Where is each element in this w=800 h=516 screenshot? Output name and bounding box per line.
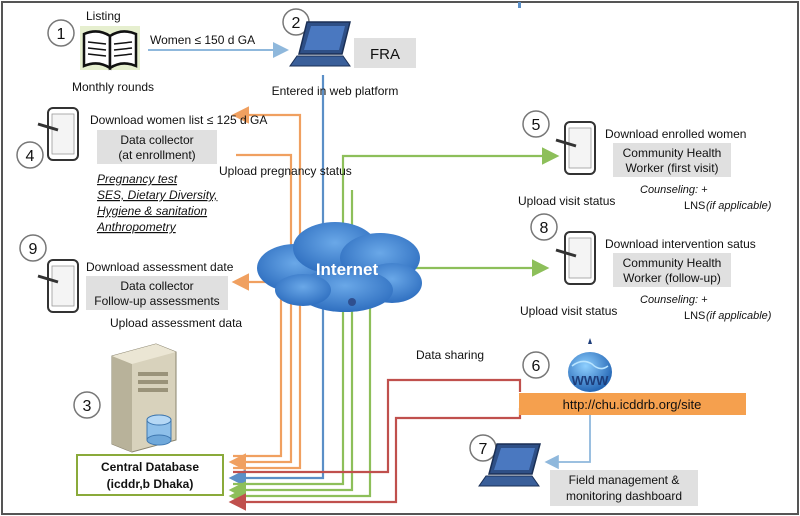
task-hygiene: Hygiene & sanitation <box>97 204 207 218</box>
connector-web-dashboard <box>544 414 591 470</box>
chw-first-box <box>613 143 731 177</box>
connector-database-web <box>233 378 522 474</box>
collector-followup-upload: Upload assessment data <box>110 316 242 330</box>
collector-followup-line1: Data collector <box>120 279 193 293</box>
connector-fra-database <box>228 75 325 487</box>
collector-enrollment-download: Download women list ≤ 125 d GA <box>90 113 267 127</box>
fra-box <box>354 38 416 68</box>
step-number-3: 3 <box>83 398 92 415</box>
collector-enrollment-upload: Upload pregnancy status <box>219 164 352 178</box>
step-5-chw-first-visit: 5 Download enrolled women Community Heal… <box>518 110 772 212</box>
chw-followup-line2: Worker (follow-up) <box>623 271 721 285</box>
step-number-9: 9 <box>29 241 38 258</box>
dashboard-line2: monitoring dashboard <box>566 489 682 503</box>
listing-arrow-label: Women ≤ 150 d GA <box>150 33 255 47</box>
connector-chw-followup-upload <box>228 300 372 505</box>
chw-followup-lns: LNS <box>684 310 705 322</box>
step-4-collector-enrollment: 4 Download women list ≤ 125 d GA Data co… <box>16 107 352 234</box>
book-icon <box>80 26 140 71</box>
step-9-collector-followup: 9 Download assessment date Data collecto… <box>19 234 242 330</box>
tablet-icon <box>555 231 596 285</box>
chw-followup-counsel: Counseling: + <box>640 294 708 306</box>
database-line1: Central Database <box>101 460 199 474</box>
dashboard-box <box>550 470 698 506</box>
tablet-icon <box>555 121 596 175</box>
chw-followup-box <box>613 253 731 287</box>
collector-followup-box <box>86 276 228 310</box>
chw-followup-lns-note: (if applicable) <box>706 310 772 322</box>
tablet-icon <box>37 259 79 313</box>
collector-followup-download: Download assessment date <box>86 260 234 274</box>
task-ses-dietary: SES, Dietary Diversity, <box>97 188 217 202</box>
listing-title: Listing <box>86 9 121 23</box>
globe-icon: WWW <box>568 338 612 392</box>
chw-first-lns-note: (if applicable) <box>706 200 772 212</box>
listing-subtitle: Monthly rounds <box>72 80 154 94</box>
data-sharing-label: Data sharing <box>416 348 484 362</box>
step-number-2: 2 <box>292 15 301 32</box>
fra-label: FRA <box>370 46 400 63</box>
chw-first-download: Download enrolled women <box>605 127 746 141</box>
task-anthropometry: Anthropometry <box>96 220 177 234</box>
chw-first-upload: Upload visit status <box>518 194 615 208</box>
tablet-icon <box>37 107 79 161</box>
connector-collector-enrollment-upload <box>228 153 293 471</box>
step-number-5: 5 <box>532 117 541 134</box>
dashboard-line1: Field management & <box>569 473 680 487</box>
step-8-chw-followup: 8 Download intervention satus Community … <box>520 213 772 322</box>
top-marker <box>518 2 521 8</box>
database-line2: (icddr,b Dhaka) <box>107 477 194 491</box>
step-number-6: 6 <box>532 358 541 375</box>
step-3-central-database: 3 Central Database (icddr,b Dhaka) <box>73 343 224 496</box>
step-number-7: 7 <box>479 441 488 458</box>
fra-caption: Entered in web platform <box>272 84 399 98</box>
step-2-fra: 2 FRA Entered in web platform <box>272 8 416 98</box>
chw-followup-upload: Upload visit status <box>520 304 617 318</box>
task-pregnancy-test: Pregnancy test <box>97 172 178 186</box>
collector-enrollment-box <box>97 130 217 164</box>
chw-first-line2: Worker (first visit) <box>625 161 718 175</box>
connector-database-collector-followup <box>231 273 283 458</box>
step-number-1: 1 <box>57 26 66 43</box>
web-url: http://chu.icddrb.org/site <box>563 397 702 412</box>
chw-first-line1: Community Health <box>623 146 722 160</box>
step-number-8: 8 <box>540 220 549 237</box>
step-6-web: 6 Data sharing WWW http://chu.icddrb.org… <box>416 338 746 415</box>
chw-followup-line1: Community Health <box>623 256 722 270</box>
laptop-icon <box>289 21 351 67</box>
collector-enrollment-line1: Data collector <box>120 133 193 147</box>
server-icon <box>111 343 177 453</box>
connector-chw-first <box>233 147 560 486</box>
internet-label: Internet <box>316 260 379 279</box>
network-node <box>348 298 356 306</box>
chw-first-counsel: Counseling: + <box>640 184 708 196</box>
collector-enrollment-line2: (at enrollment) <box>118 148 195 162</box>
step-1-listing: 1 Listing Monthly rounds Women ≤ 150 d G… <box>47 9 255 94</box>
database-box <box>76 454 224 496</box>
laptop-icon <box>478 443 541 487</box>
url-box <box>519 393 746 415</box>
chw-first-lns: LNS <box>684 200 705 212</box>
step-number-4: 4 <box>26 148 35 165</box>
globe-www-text: WWW <box>572 373 610 388</box>
chw-followup-download: Download intervention satus <box>605 237 756 251</box>
step-7-dashboard: 7 Field management & monitoring dashboar… <box>469 434 698 506</box>
collector-followup-line2: Follow-up assessments <box>94 294 219 308</box>
internet-cloud: Internet <box>257 222 422 312</box>
